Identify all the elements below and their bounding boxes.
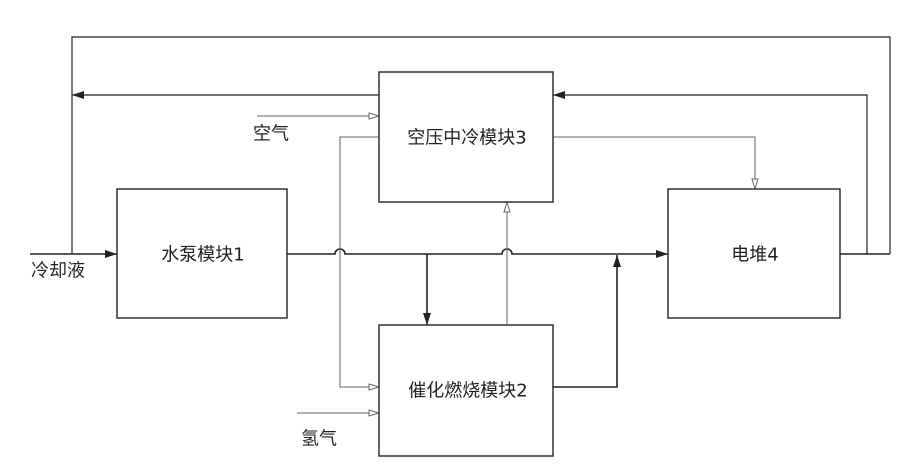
pump-to-stack-line (287, 249, 668, 254)
pump-module-box: 水泵模块1 (117, 189, 287, 318)
coolant-label: 冷却液 (31, 261, 85, 282)
air-label: 空气 (253, 124, 289, 145)
pump-module-label: 水泵模块1 (161, 245, 244, 266)
hydrogen-label: 氢气 (301, 429, 337, 450)
compressor-air-bypass-line (340, 137, 379, 387)
stack-module-box: 电堆4 (668, 189, 840, 318)
compressor-module-label: 空压中冷模块3 (407, 128, 526, 149)
combustion-module-label: 催化燃烧模块2 (408, 381, 527, 402)
stack-module-label: 电堆4 (731, 245, 778, 266)
compressor-module-box: 空压中冷模块3 (379, 72, 553, 202)
compressor-to-stack-line (553, 137, 755, 189)
combustion-module-box: 催化燃烧模块2 (379, 325, 553, 456)
combustion-return-line (553, 255, 617, 387)
